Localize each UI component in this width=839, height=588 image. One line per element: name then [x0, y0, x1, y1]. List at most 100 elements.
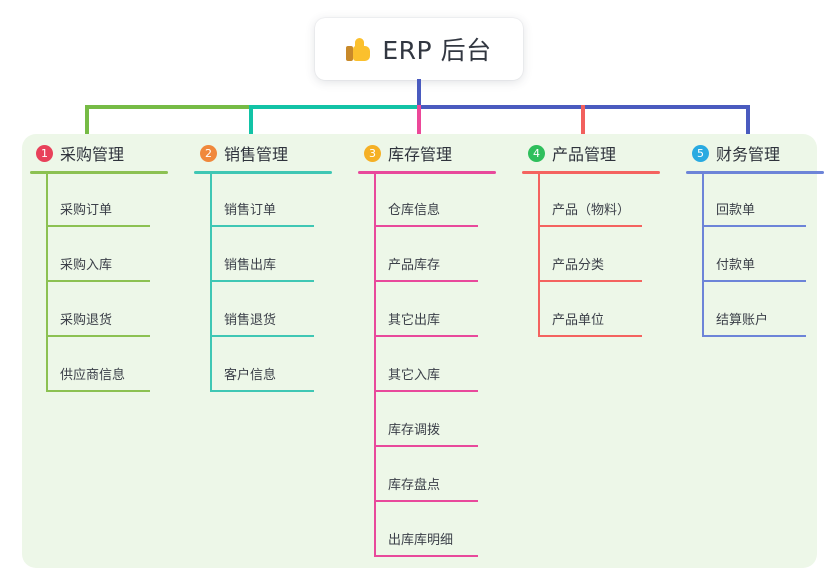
- list-item-rule: [374, 555, 478, 557]
- connector-drop-4: [581, 105, 585, 138]
- root-node-title: ERP 后台: [382, 36, 492, 65]
- list-item[interactable]: 付款单: [702, 227, 839, 282]
- list-item[interactable]: 供应商信息: [46, 337, 186, 392]
- branch-header-product[interactable]: 4 产品管理: [514, 134, 678, 174]
- list-item-rule: [538, 225, 642, 227]
- branch-badge-1: 1: [36, 144, 53, 162]
- list-item-rule: [538, 280, 642, 282]
- branch-spine-3: [374, 172, 376, 557]
- list-item[interactable]: 产品（物料）: [538, 172, 678, 227]
- list-item-label: 销售出库: [224, 258, 277, 273]
- list-item[interactable]: 仓库信息: [374, 172, 514, 227]
- branch-header-inventory[interactable]: 3 库存管理: [350, 134, 514, 174]
- connector-trunk-vertical: [417, 79, 421, 108]
- branch-column-inventory: 3 库存管理 仓库信息 产品库存 其它出库 其它: [350, 134, 514, 557]
- list-item[interactable]: 其它出库: [374, 282, 514, 337]
- list-item-label: 产品库存: [388, 258, 441, 273]
- list-item[interactable]: 采购订单: [46, 172, 186, 227]
- connector-bar-segment-teal: [249, 105, 419, 109]
- list-item-rule: [210, 225, 314, 227]
- list-item-rule: [374, 390, 478, 392]
- list-item-rule: [374, 225, 478, 227]
- branch-title-sales: 销售管理: [224, 145, 289, 164]
- list-item-rule: [374, 445, 478, 447]
- branch-title-purchasing: 采购管理: [60, 145, 125, 164]
- list-item-rule: [46, 390, 150, 392]
- branch-spine-5: [702, 172, 704, 337]
- branches-panel: 1 采购管理 采购订单 采购入库 采购退货 供应: [22, 134, 824, 568]
- branch-header-sales[interactable]: 2 销售管理: [186, 134, 350, 174]
- branch-spine-1: [46, 172, 48, 392]
- branch-title-product: 产品管理: [552, 145, 617, 164]
- list-item[interactable]: 产品库存: [374, 227, 514, 282]
- list-item-label: 产品（物料）: [552, 203, 631, 218]
- branch-header-rule-5: [686, 171, 824, 174]
- list-item-rule: [46, 335, 150, 337]
- list-item-label: 付款单: [716, 258, 756, 273]
- branch-header-rule-4: [522, 171, 660, 174]
- branch-header-finance[interactable]: 5 财务管理: [678, 134, 839, 174]
- list-item[interactable]: 回款单: [702, 172, 839, 227]
- list-item[interactable]: 产品分类: [538, 227, 678, 282]
- list-item-label: 销售退货: [224, 313, 277, 328]
- list-item-label: 其它出库: [388, 313, 441, 328]
- branch-items-inventory: 仓库信息 产品库存 其它出库 其它入库 库存调拨: [374, 172, 514, 557]
- list-item-rule: [210, 280, 314, 282]
- list-item-label: 产品分类: [552, 258, 605, 273]
- list-item[interactable]: 销售出库: [210, 227, 350, 282]
- list-item[interactable]: 库存盘点: [374, 447, 514, 502]
- branch-column-sales: 2 销售管理 销售订单 销售出库 销售退货 客户: [186, 134, 350, 392]
- list-item-label: 销售订单: [224, 203, 277, 218]
- branch-header-rule-2: [194, 171, 332, 174]
- branch-title-inventory: 库存管理: [388, 145, 453, 164]
- root-node-erp-backend[interactable]: ERP 后台: [315, 18, 523, 80]
- list-item-rule: [210, 335, 314, 337]
- list-item-rule: [374, 335, 478, 337]
- list-item-rule: [538, 335, 642, 337]
- branch-title-finance: 财务管理: [716, 145, 781, 164]
- list-item[interactable]: 销售订单: [210, 172, 350, 227]
- list-item-label: 采购退货: [60, 313, 113, 328]
- list-item-rule: [210, 390, 314, 392]
- list-item[interactable]: 产品单位: [538, 282, 678, 337]
- list-item-label: 库存盘点: [388, 478, 441, 493]
- list-item-label: 库存调拨: [388, 423, 441, 438]
- list-item-rule: [374, 500, 478, 502]
- branch-header-purchasing[interactable]: 1 采购管理: [22, 134, 186, 174]
- connector-drop-3: [417, 105, 421, 138]
- list-item-rule: [702, 280, 806, 282]
- connector-drop-5: [746, 105, 750, 138]
- list-item[interactable]: 其它入库: [374, 337, 514, 392]
- list-item[interactable]: 采购退货: [46, 282, 186, 337]
- list-item[interactable]: 结算账户: [702, 282, 839, 337]
- branch-spine-2: [210, 172, 212, 392]
- list-item-label: 客户信息: [224, 368, 277, 383]
- connector-drop-1: [85, 105, 89, 138]
- branch-badge-2: 2: [200, 144, 217, 162]
- list-item[interactable]: 出库库明细: [374, 502, 514, 557]
- list-item[interactable]: 采购入库: [46, 227, 186, 282]
- branch-spine-4: [538, 172, 540, 337]
- list-item-label: 其它入库: [388, 368, 441, 383]
- branch-items-purchasing: 采购订单 采购入库 采购退货 供应商信息: [46, 172, 186, 392]
- branch-badge-4: 4: [528, 144, 545, 162]
- list-item-label: 供应商信息: [60, 368, 126, 383]
- branch-items-finance: 回款单 付款单 结算账户: [702, 172, 839, 337]
- list-item[interactable]: 库存调拨: [374, 392, 514, 447]
- thumbs-up-icon: [346, 37, 372, 61]
- list-item-label: 采购入库: [60, 258, 113, 273]
- list-item-label: 仓库信息: [388, 203, 441, 218]
- branch-column-product: 4 产品管理 产品（物料） 产品分类 产品单位: [514, 134, 678, 337]
- branch-items-sales: 销售订单 销售出库 销售退货 客户信息: [210, 172, 350, 392]
- list-item[interactable]: 销售退货: [210, 282, 350, 337]
- list-item-label: 采购订单: [60, 203, 113, 218]
- list-item-label: 回款单: [716, 203, 756, 218]
- connector-drop-2: [249, 105, 253, 138]
- list-item-label: 产品单位: [552, 313, 605, 328]
- branch-header-rule-3: [358, 171, 496, 174]
- list-item-rule: [46, 225, 150, 227]
- branch-header-rule-1: [30, 171, 168, 174]
- list-item[interactable]: 客户信息: [210, 337, 350, 392]
- branch-badge-3: 3: [364, 144, 381, 162]
- list-item-label: 出库库明细: [388, 533, 454, 548]
